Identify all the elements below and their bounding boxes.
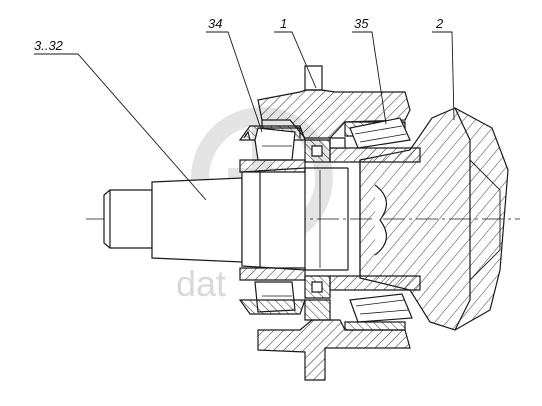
watermark-text: dat	[176, 263, 226, 304]
label-part-35: 35	[354, 16, 369, 31]
label-part-34: 34	[208, 16, 222, 31]
label-part-1: 1	[280, 16, 287, 31]
leader-lines	[34, 31, 455, 201]
bearing-35-lower	[329, 275, 421, 331]
label-part-3-32: 3..32	[34, 38, 64, 53]
bearing-35-upper	[329, 117, 421, 163]
bearing-34-upper	[238, 125, 306, 173]
label-part-2: 2	[435, 16, 444, 31]
spacer-ring	[304, 139, 331, 299]
bearing-housing-lower	[257, 299, 411, 381]
bearing-34-lower	[238, 267, 306, 315]
